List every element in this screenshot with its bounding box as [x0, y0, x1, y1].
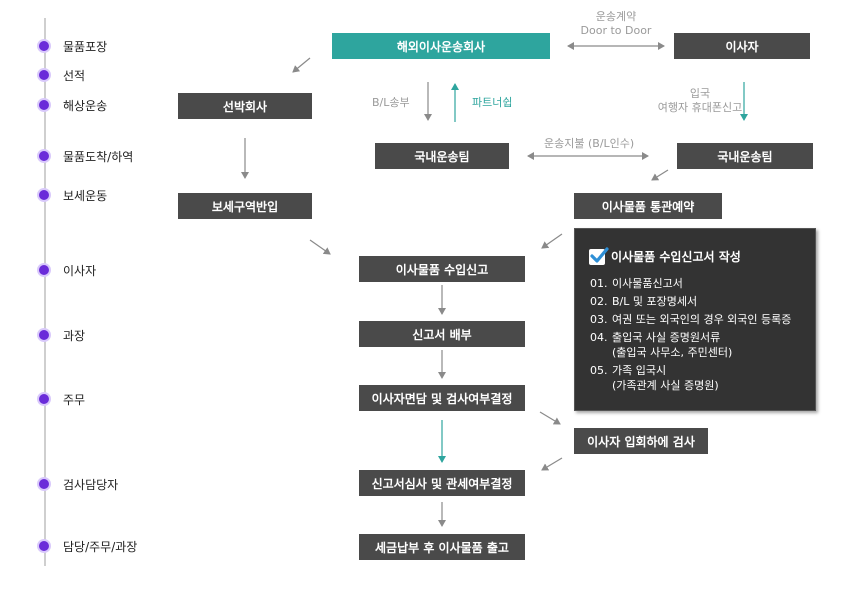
timeline-label: 과장	[63, 328, 86, 343]
timeline-step-arrival: 물품도착/하역	[37, 148, 133, 164]
timeline-label: 보세운동	[63, 188, 108, 203]
document-number: 03.	[590, 313, 608, 326]
timeline-step-inspector: 검사담당자	[37, 476, 118, 492]
documents-list: 01. 이사물품신고서 02. B/L 및 포장명세서 03. 여권 또는 외국…	[590, 276, 791, 396]
contract-note-line1: 운송계약	[595, 10, 637, 23]
timeline-dot	[37, 539, 51, 553]
timeline-label: 주무	[63, 392, 86, 407]
timeline-label: 물품도착/하역	[63, 149, 134, 164]
bl-note: B/L송부	[372, 96, 410, 109]
document-subtext: (출입국 사무소, 주민센터)	[612, 346, 733, 359]
customs-reservation-box: 이사물품 통관예약	[574, 193, 722, 219]
document-item: 03. 여권 또는 외국인의 경우 외국인 등록증	[590, 312, 791, 327]
document-text: 가족 입국시	[612, 364, 667, 377]
document-number: 02.	[590, 295, 608, 308]
release-box: 세금납부 후 이사물품 출고	[359, 534, 525, 560]
interview-to-inspection-arrow	[539, 411, 561, 425]
import-declaration-box: 이사물품 수입신고	[359, 256, 525, 282]
timeline-line	[44, 18, 46, 566]
documents-title: 이사물품 수입신고서 작성	[589, 246, 741, 265]
inspection-to-review-arrow	[541, 457, 563, 471]
timeline-dot	[37, 68, 51, 82]
overseas-mover-box: 해외이사운송회사	[332, 33, 550, 59]
documents-panel: 이사물품 수입신고서 작성 01. 이사물품신고서 02. B/L 및 포장명세…	[574, 228, 816, 411]
timeline-label: 선적	[63, 68, 86, 83]
domestic-to-reservation-arrow	[651, 169, 669, 181]
document-item: 01. 이사물품신고서	[590, 276, 791, 291]
domestic-team-right-box: 국내운송팀	[677, 143, 813, 169]
timeline-step-officer: 주무	[37, 391, 85, 407]
timeline-dot	[37, 477, 51, 491]
document-item: 02. B/L 및 포장명세서	[590, 294, 791, 309]
timeline-dot	[37, 39, 51, 53]
entry-note: 입국 여행자 휴대폰신고	[640, 87, 760, 115]
document-text-block: 출입국 사실 증명원서류 (출입국 사무소, 주민센터)	[612, 330, 732, 360]
document-subtext: (가족관계 사실 증명원)	[612, 379, 719, 392]
timeline-step-loading: 선적	[37, 67, 85, 83]
timeline-dot	[37, 263, 51, 277]
bonded-area-box: 보세구역반입	[178, 193, 312, 219]
declaration-distribution-box: 신고서 배부	[359, 321, 525, 347]
documents-title-text: 이사물품 수입신고서 작성	[611, 250, 741, 264]
document-text: 이사물품신고서	[612, 277, 683, 290]
shipping-company-box: 선박회사	[178, 93, 312, 119]
entry-note-line1: 입국	[689, 87, 711, 100]
timeline-label: 해상운송	[63, 98, 108, 113]
document-item: 05. 가족 입국시 (가족관계 사실 증명원)	[590, 363, 791, 393]
entry-note-line2: 여행자 휴대폰신고	[657, 101, 743, 114]
timeline-label: 검사담당자	[63, 477, 119, 492]
timeline-step-sea-transport: 해상운송	[37, 97, 107, 113]
overseas-to-ship-arrow	[292, 57, 311, 73]
mover-person-box: 이사자	[674, 33, 810, 59]
document-text: 출입국 사실 증명원서류	[612, 331, 721, 344]
review-box: 신고서심사 및 관세여부결정	[359, 470, 525, 496]
contract-note: 운송계약 Door to Door	[566, 10, 666, 38]
document-text: B/L 및 포장명세서	[612, 295, 698, 308]
partner-note: 파트너쉽	[472, 96, 513, 109]
document-text-block: 가족 입국시 (가족관계 사실 증명원)	[612, 363, 719, 393]
timeline-step-packing: 물품포장	[37, 38, 107, 54]
contract-note-line2: Door to Door	[580, 24, 652, 37]
document-number: 04.	[590, 331, 608, 344]
document-item: 04. 출입국 사실 증명원서류 (출입국 사무소, 주민센터)	[590, 330, 791, 360]
inspection-box: 이사자 입회하에 검사	[574, 428, 708, 454]
fee-note: 운송지불 (B/L인수)	[544, 137, 635, 150]
timeline-dot	[37, 98, 51, 112]
document-text: 여권 또는 외국인의 경우 외국인 등록증	[612, 313, 792, 326]
document-number: 01.	[590, 277, 608, 290]
timeline-step-approval: 담당/주무/과장	[37, 538, 137, 554]
timeline-dot	[37, 188, 51, 202]
interview-box: 이사자면담 및 검사여부결정	[359, 385, 525, 411]
document-number: 05.	[590, 364, 608, 377]
bonded-to-declaration-arrow	[309, 239, 331, 255]
checkbox-check-icon	[589, 246, 609, 265]
timeline-label: 담당/주무/과장	[63, 539, 138, 554]
timeline-label: 이사자	[63, 263, 97, 278]
timeline-label: 물품포장	[63, 39, 108, 54]
timeline-step-manager: 과장	[37, 327, 85, 343]
timeline-step-bonded: 보세운동	[37, 187, 107, 203]
timeline-dot	[37, 149, 51, 163]
timeline-dot	[37, 392, 51, 406]
reservation-to-declaration-arrow	[541, 233, 563, 249]
timeline-step-mover: 이사자	[37, 262, 96, 278]
domestic-team-left-box: 국내운송팀	[375, 143, 509, 169]
timeline-dot	[37, 328, 51, 342]
